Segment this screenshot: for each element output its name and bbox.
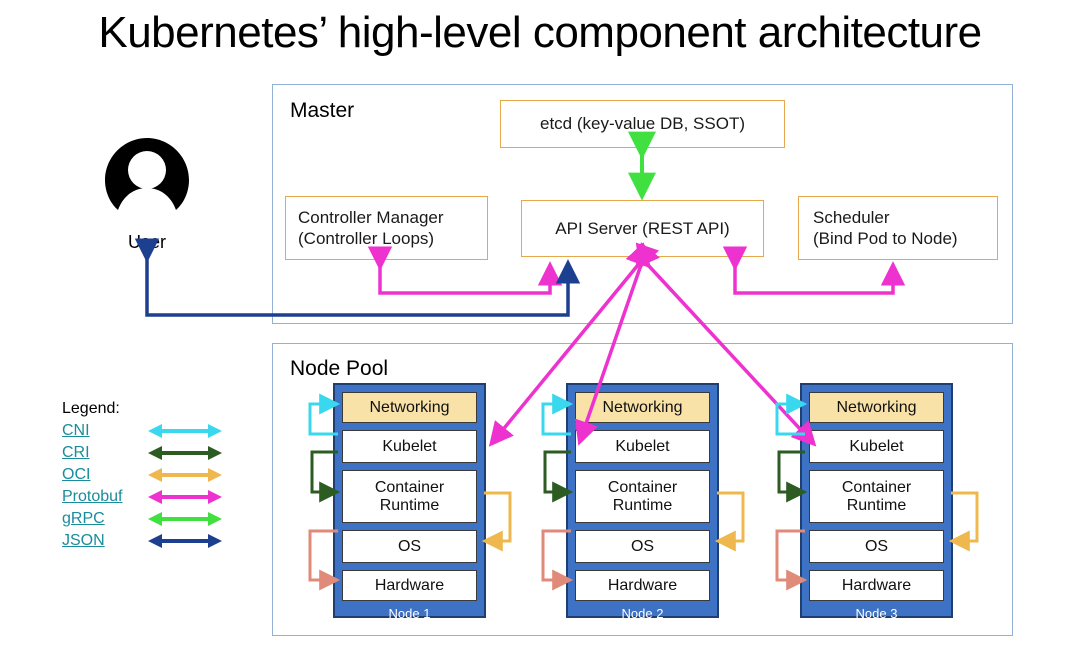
legend-label-protobuf[interactable]: Protobuf xyxy=(62,488,123,505)
node-1-layer-networking[interactable]: Networking xyxy=(342,392,477,423)
controller-manager-label: Controller Manager (Controller Loops) xyxy=(298,207,444,250)
user-label: User xyxy=(127,232,166,252)
node-1-layer-kubelet[interactable]: Kubelet xyxy=(342,430,477,463)
legend-arrow-protobuf-icon xyxy=(148,490,222,504)
legend-arrow-cri-icon xyxy=(148,446,222,460)
legend-label-json[interactable]: JSON xyxy=(62,532,105,549)
user-avatar-icon xyxy=(105,138,189,210)
scheduler-line2: (Bind Pod to Node) xyxy=(813,229,958,248)
node-3-layer-container-runtime[interactable]: Container Runtime xyxy=(809,470,944,523)
legend-label-oci[interactable]: OCI xyxy=(62,466,91,483)
legend-title: Legend: xyxy=(62,400,120,417)
controller-manager-line1: Controller Manager xyxy=(298,207,444,227)
legend: Legend: CNI CRI OCI xyxy=(62,400,242,552)
etcd-label: etcd (key-value DB, SSOT) xyxy=(539,114,745,134)
node-2-runtime-label: Container Runtime xyxy=(607,478,678,514)
legend-arrow-cni-icon xyxy=(148,424,222,438)
legend-row-grpc: gRPC xyxy=(62,508,242,530)
node-3-os-label: OS xyxy=(864,537,889,555)
node-2-hardware-label: Hardware xyxy=(607,576,678,594)
node-2-layer-os[interactable]: OS xyxy=(575,530,710,563)
node-pool-panel-label: Node Pool xyxy=(290,357,389,380)
node-1-layer-os[interactable]: OS xyxy=(342,530,477,563)
node-3-layer-kubelet[interactable]: Kubelet xyxy=(809,430,944,463)
node-2-layer-container-runtime[interactable]: Container Runtime xyxy=(575,470,710,523)
node-2-layer-kubelet[interactable]: Kubelet xyxy=(575,430,710,463)
node-2-layer-networking[interactable]: Networking xyxy=(575,392,710,423)
node-3-kubelet-label: Kubelet xyxy=(849,437,904,455)
node-1[interactable]: Networking Kubelet Container Runtime OS … xyxy=(333,383,486,621)
node-3-label: Node 3 xyxy=(855,606,898,621)
node-1-networking-label: Networking xyxy=(369,398,450,416)
node-3-layer-os[interactable]: OS xyxy=(809,530,944,563)
node-1-os-label: OS xyxy=(397,537,422,555)
node-1-label: Node 1 xyxy=(388,606,431,621)
master-panel-label: Master xyxy=(290,99,355,122)
legend-label-cri[interactable]: CRI xyxy=(62,444,90,461)
legend-row-cri: CRI xyxy=(62,442,242,464)
legend-arrow-json-icon xyxy=(148,534,222,548)
node-2-networking-label: Networking xyxy=(602,398,683,416)
controller-manager-box[interactable]: Controller Manager (Controller Loops) xyxy=(285,196,488,260)
node-3-layer-networking[interactable]: Networking xyxy=(809,392,944,423)
legend-arrow-grpc-icon xyxy=(148,512,222,526)
legend-arrow-oci-icon xyxy=(148,468,222,482)
node-3[interactable]: Networking Kubelet Container Runtime OS … xyxy=(800,383,953,621)
node-1-kubelet-label: Kubelet xyxy=(382,437,437,455)
legend-row-protobuf: Protobuf xyxy=(62,486,242,508)
api-server-label: API Server (REST API) xyxy=(555,218,730,238)
node-2-label: Node 2 xyxy=(621,606,664,621)
controller-manager-line2: (Controller Loops) xyxy=(298,229,435,248)
scheduler-label: Scheduler (Bind Pod to Node) xyxy=(813,207,958,250)
legend-row-cni: CNI xyxy=(62,420,242,442)
node-1-hardware-label: Hardware xyxy=(374,576,445,594)
node-2[interactable]: Networking Kubelet Container Runtime OS … xyxy=(566,383,719,621)
node-3-layer-hardware[interactable]: Hardware xyxy=(809,570,944,601)
node-3-runtime-label: Container Runtime xyxy=(841,478,912,514)
node-2-layer-hardware[interactable]: Hardware xyxy=(575,570,710,601)
scheduler-box[interactable]: Scheduler (Bind Pod to Node) xyxy=(798,196,998,260)
page-title: Kubernetes’ high-level component archite… xyxy=(98,8,982,57)
node-3-networking-label: Networking xyxy=(836,398,917,416)
legend-label-cni[interactable]: CNI xyxy=(62,422,90,439)
node-1-layer-hardware[interactable]: Hardware xyxy=(342,570,477,601)
legend-label-grpc[interactable]: gRPC xyxy=(62,510,105,527)
node-1-runtime-label: Container Runtime xyxy=(374,478,445,514)
node-2-kubelet-label: Kubelet xyxy=(615,437,670,455)
etcd-box[interactable]: etcd (key-value DB, SSOT) xyxy=(500,100,785,148)
legend-row-json: JSON xyxy=(62,530,242,552)
scheduler-line1: Scheduler xyxy=(813,207,890,227)
node-3-hardware-label: Hardware xyxy=(841,576,912,594)
legend-row-oci: OCI xyxy=(62,464,242,486)
node-2-os-label: OS xyxy=(630,537,655,555)
api-server-box[interactable]: API Server (REST API) xyxy=(521,200,764,257)
node-1-layer-container-runtime[interactable]: Container Runtime xyxy=(342,470,477,523)
